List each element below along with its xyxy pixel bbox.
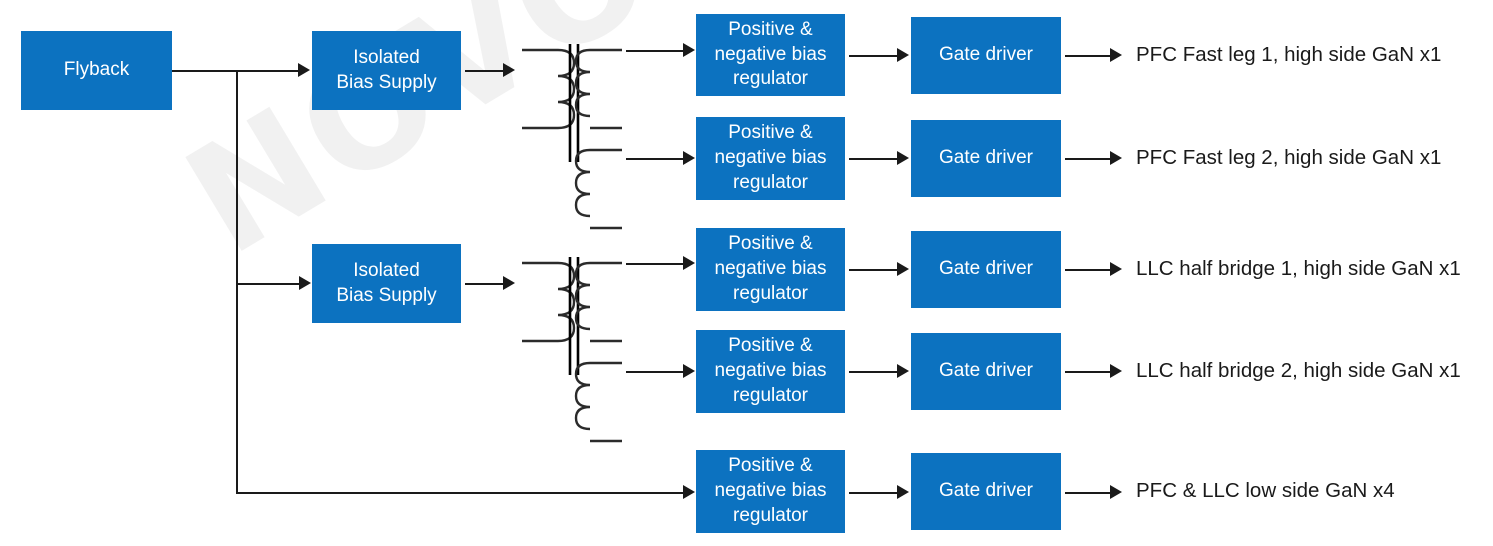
flyback-box[interactable]: Flyback xyxy=(21,31,172,110)
isolated-bias-supply-1[interactable]: Isolated Bias Supply xyxy=(312,31,461,110)
regulator-box-row-1[interactable]: Positive & negative bias regulator xyxy=(696,14,845,96)
bus-trunk-vertical xyxy=(236,70,238,494)
connector-regulator3-to-driver3 xyxy=(849,269,897,271)
regulator-box-row-4[interactable]: Positive & negative bias regulator xyxy=(696,330,845,413)
connector-regulator4-to-driver4 xyxy=(849,371,897,373)
arrowhead-bus-to-regulator5 xyxy=(683,485,695,499)
output-label-row-3: LLC half bridge 1, high side GaN x1 xyxy=(1136,257,1461,280)
connector-driver1-to-output1 xyxy=(1065,55,1110,57)
arrowhead-flyback-to-ibs1 xyxy=(298,63,310,77)
arrowhead-driver3-to-output3 xyxy=(1110,262,1122,276)
connector-bus-to-regulator5 xyxy=(236,492,683,494)
connector-driver2-to-output2 xyxy=(1065,158,1110,160)
transformer-1-symbol xyxy=(522,44,622,230)
connector-regulator2-to-driver2 xyxy=(849,158,897,160)
connector-xfmr2s2-to-regulator4 xyxy=(626,371,683,373)
connector-xfmr1s2-to-regulator2 xyxy=(626,158,683,160)
gate-driver-box-row-3[interactable]: Gate driver xyxy=(911,231,1061,308)
gate-driver-box-row-1[interactable]: Gate driver xyxy=(911,17,1061,94)
arrowhead-driver5-to-output5 xyxy=(1110,485,1122,499)
output-label-row-2: PFC Fast leg 2, high side GaN x1 xyxy=(1136,146,1442,169)
arrowhead-ibs2-to-xfmr2 xyxy=(503,276,515,290)
arrowhead-regulator5-to-driver5 xyxy=(897,485,909,499)
arrowhead-xfmr1s1-to-regulator1 xyxy=(683,43,695,57)
regulator-box-row-5[interactable]: Positive & negative bias regulator xyxy=(696,450,845,533)
arrowhead-driver1-to-output1 xyxy=(1110,48,1122,62)
isolated-bias-supply-2[interactable]: Isolated Bias Supply xyxy=(312,244,461,323)
connector-regulator1-to-driver1 xyxy=(849,55,897,57)
arrowhead-driver2-to-output2 xyxy=(1110,151,1122,165)
connector-ibs1-to-xfmr1 xyxy=(465,70,503,72)
arrowhead-xfmr1s2-to-regulator2 xyxy=(683,151,695,165)
gate-driver-box-row-5[interactable]: Gate driver xyxy=(911,453,1061,530)
output-label-row-4: LLC half bridge 2, high side GaN x1 xyxy=(1136,359,1461,382)
connector-flyback-to-bus xyxy=(172,70,298,72)
arrowhead-regulator3-to-driver3 xyxy=(897,262,909,276)
arrowhead-bus-to-ibs2 xyxy=(299,276,311,290)
connector-driver4-to-output4 xyxy=(1065,371,1110,373)
connector-driver5-to-output5 xyxy=(1065,492,1110,494)
arrowhead-regulator2-to-driver2 xyxy=(897,151,909,165)
arrowhead-regulator4-to-driver4 xyxy=(897,364,909,378)
connector-regulator5-to-driver5 xyxy=(849,492,897,494)
arrowhead-regulator1-to-driver1 xyxy=(897,48,909,62)
connector-xfmr1s1-to-regulator1 xyxy=(626,50,683,52)
connector-xfmr2s1-to-regulator3 xyxy=(626,263,683,265)
regulator-box-row-3[interactable]: Positive & negative bias regulator xyxy=(696,228,845,311)
connector-ibs2-to-xfmr2 xyxy=(465,283,503,285)
arrowhead-xfmr2s2-to-regulator4 xyxy=(683,364,695,378)
gate-driver-box-row-4[interactable]: Gate driver xyxy=(911,333,1061,410)
arrowhead-ibs1-to-xfmr1 xyxy=(503,63,515,77)
arrowhead-xfmr2s1-to-regulator3 xyxy=(683,256,695,270)
output-label-row-1: PFC Fast leg 1, high side GaN x1 xyxy=(1136,43,1442,66)
arrowhead-driver4-to-output4 xyxy=(1110,364,1122,378)
transformer-2-symbol xyxy=(522,257,622,443)
connector-bus-to-ibs2 xyxy=(236,283,299,285)
connector-driver3-to-output3 xyxy=(1065,269,1110,271)
gate-driver-box-row-2[interactable]: Gate driver xyxy=(911,120,1061,197)
output-label-row-5: PFC & LLC low side GaN x4 xyxy=(1136,479,1395,502)
regulator-box-row-2[interactable]: Positive & negative bias regulator xyxy=(696,117,845,200)
